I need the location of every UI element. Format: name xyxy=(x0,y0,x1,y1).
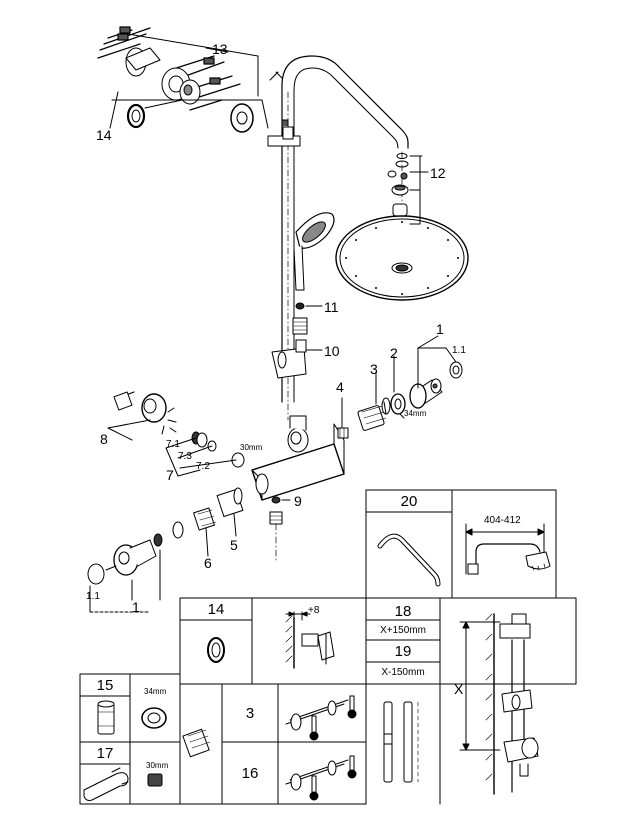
panel-20 xyxy=(365,489,557,599)
callout-7-2: 7.2 xyxy=(196,461,210,472)
hand-shower xyxy=(271,212,335,379)
callout-1-top: 1 xyxy=(436,321,444,337)
box-18-label: X+150mm xyxy=(380,625,426,636)
left-side-parts xyxy=(87,391,245,613)
offset-plus-8: +8 xyxy=(308,605,320,616)
thermostat-body xyxy=(251,415,345,561)
callout-11: 11 xyxy=(324,299,339,315)
callout-4: 4 xyxy=(336,379,344,395)
callout-3: 3 xyxy=(370,361,378,377)
riser-rail xyxy=(267,55,409,421)
box-19-label: X-150mm xyxy=(381,667,425,678)
bracket-screws xyxy=(97,26,241,111)
head-shower xyxy=(335,153,469,301)
callout-10: 10 xyxy=(324,343,340,359)
callout-1-1-top: 1.1 xyxy=(452,345,466,356)
right-side-parts xyxy=(337,335,463,439)
callout-1-bottom: 1 xyxy=(132,599,140,615)
box-18-number: 18 xyxy=(394,603,412,620)
dimension-34mm: 34mm xyxy=(404,409,427,418)
callout-14: 14 xyxy=(96,127,112,143)
callout-6: 6 xyxy=(204,555,212,571)
box-16-number: 16 xyxy=(241,765,259,782)
height-x-dimension: X xyxy=(454,681,464,697)
callout-5: 5 xyxy=(230,537,238,553)
box-17-number: 17 xyxy=(96,745,114,762)
box-19-number: 19 xyxy=(394,643,412,660)
dimension-30mm: 30mm xyxy=(240,443,263,452)
callout-7: 7 xyxy=(166,467,174,483)
box-15-number: 15 xyxy=(96,677,114,694)
callout-2: 2 xyxy=(390,345,398,361)
box-14-number: 14 xyxy=(207,601,225,618)
callout-7-3: 7.3 xyxy=(178,451,192,462)
box-17-size: 30mm xyxy=(146,761,169,770)
wall-bracket-assembly xyxy=(97,26,269,133)
arm-range-dimension: 404-412 xyxy=(484,515,521,526)
callout-12: 12 xyxy=(430,165,446,181)
callout-9: 9 xyxy=(294,493,302,509)
callout-7-1: 7.1 xyxy=(166,439,180,450)
box-15-size: 34mm xyxy=(144,687,167,696)
box-3-number: 3 xyxy=(245,705,255,722)
callout-8: 8 xyxy=(100,431,108,447)
panel-15-17-3-16 xyxy=(79,673,367,805)
callout-13: 13 xyxy=(212,41,228,57)
panel-14-18-19 xyxy=(179,597,577,805)
callout-1-1-bottom: 1.1 xyxy=(86,591,100,602)
box-20-number: 20 xyxy=(400,493,418,510)
